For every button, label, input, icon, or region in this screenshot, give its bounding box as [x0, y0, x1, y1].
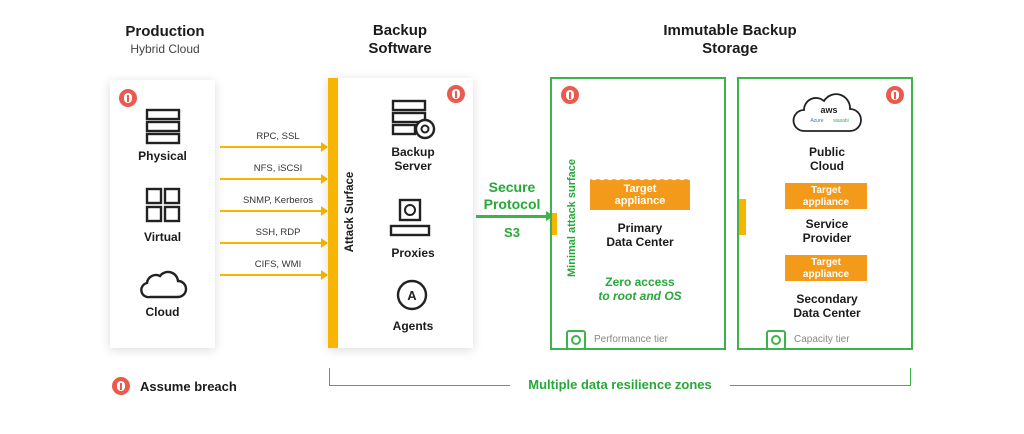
secondary-dc-label-2: Data Center [793, 306, 861, 320]
backup-software-title-2: Software [368, 40, 432, 57]
protocol-label-cifs: CIFS, WMI [254, 259, 302, 270]
target-appliance-text-1: Target [811, 257, 841, 268]
virtual-grid-icon [145, 187, 181, 223]
breach-bug-icon [119, 89, 137, 107]
primary-dc-label-1: Primary [617, 221, 663, 235]
attack-surface-bar [328, 78, 338, 348]
breach-bug-icon-capacity [886, 86, 904, 104]
primary-dc-label-2: Data Center [606, 235, 674, 249]
capacity-attack-surface-bar [739, 199, 746, 235]
s3-label: S3 [504, 225, 520, 240]
assume-breach-label: Assume breach [140, 379, 237, 394]
immutable-storage-title-1: Immutable Backup [663, 22, 797, 39]
vault-icon-capacity [766, 330, 786, 350]
public-cloud-label-2: Cloud [810, 159, 844, 173]
breach-bug-icon-backup [447, 85, 465, 103]
capacity-tier-label: Capacity tier [794, 334, 850, 345]
performance-tier-label: Performance tier [594, 334, 668, 345]
secondary-dc-label-1: Secondary [796, 292, 858, 306]
public-cloud-icon [792, 93, 862, 132]
resilience-zones-label: Multiple data resilience zones [510, 377, 730, 392]
protocol-label-ssh: SSH, RDP [255, 227, 301, 238]
protocol-label-snmp: SNMP, Kerberos [242, 195, 314, 206]
target-appliance-text-2: appliance [802, 197, 850, 208]
primary-resilience-zone: Minimal attack surface Target appliance … [550, 77, 726, 350]
backup-server-label-1: Backup [391, 145, 435, 159]
protocol-arrow-4 [220, 238, 328, 248]
physical-server-icon [145, 108, 181, 145]
service-provider-label-1: Service [805, 217, 849, 231]
assume-breach-icon [112, 377, 130, 395]
aws-badge: aws [820, 105, 838, 115]
target-appliance-text-2: appliance [802, 269, 850, 280]
production-title: Production [125, 23, 205, 40]
protocol-label-rpc: RPC, SSL [256, 131, 300, 142]
protocol-arrow-2 [220, 174, 328, 184]
vault-icon-performance [566, 330, 586, 350]
protocol-label-nfs: NFS, iSCSI [253, 163, 303, 174]
svg-text:A: A [407, 288, 417, 303]
public-cloud-label-1: Public [808, 145, 845, 159]
secure-label-1: Secure [488, 179, 536, 195]
azure-badge: Azure [810, 118, 824, 124]
backup-server-icon [391, 99, 436, 140]
secure-protocol-arrow [476, 215, 550, 218]
backup-software-panel: Attack Surface Backup Server Proxies A A… [328, 78, 473, 348]
cloud-icon [140, 270, 188, 299]
breach-bug-icon-primary [561, 86, 579, 104]
protocol-arrow-5 [220, 270, 328, 280]
service-provider-label-2: Provider [802, 231, 852, 245]
proxy-icon [389, 198, 431, 237]
backup-software-title-1: Backup [372, 22, 428, 39]
secure-label-2: Protocol [483, 196, 541, 212]
capacity-resilience-zone: aws Azure wasabi Public Cloud Target app… [737, 77, 913, 350]
virtual-label: Virtual [143, 230, 182, 244]
backup-server-label-2: Server [394, 159, 432, 173]
minimal-attack-surface-bar [552, 213, 557, 235]
protocol-arrow-3 [220, 206, 328, 216]
secondary-dc-target-appliance: Target appliance [785, 255, 867, 281]
service-provider-target-appliance: Target appliance [785, 183, 867, 209]
production-subtitle: Hybrid Cloud [130, 42, 200, 56]
attack-surface-label: Attack Surface [344, 171, 356, 253]
protocol-arrow-1 [220, 142, 328, 152]
cloud-label: Cloud [145, 305, 180, 319]
target-appliance-text-2: appliance [614, 195, 666, 207]
minimal-attack-surface-label: Minimal attack surface [566, 159, 578, 277]
agents-label: Agents [392, 319, 434, 333]
primary-target-appliance: Target appliance [590, 179, 690, 210]
target-appliance-text-1: Target [811, 185, 841, 196]
zero-access-label-1: Zero access [605, 275, 675, 289]
proxies-label: Proxies [391, 246, 435, 260]
zero-access-label-2: to root and OS [598, 289, 682, 303]
target-appliance-text-1: Target [623, 183, 657, 195]
physical-label: Physical [138, 149, 187, 163]
agent-icon: A [396, 279, 428, 311]
immutable-storage-title-2: Storage [702, 40, 758, 57]
wasabi-badge: wasabi [833, 118, 849, 124]
production-panel: Physical Virtual Cloud [110, 80, 215, 348]
